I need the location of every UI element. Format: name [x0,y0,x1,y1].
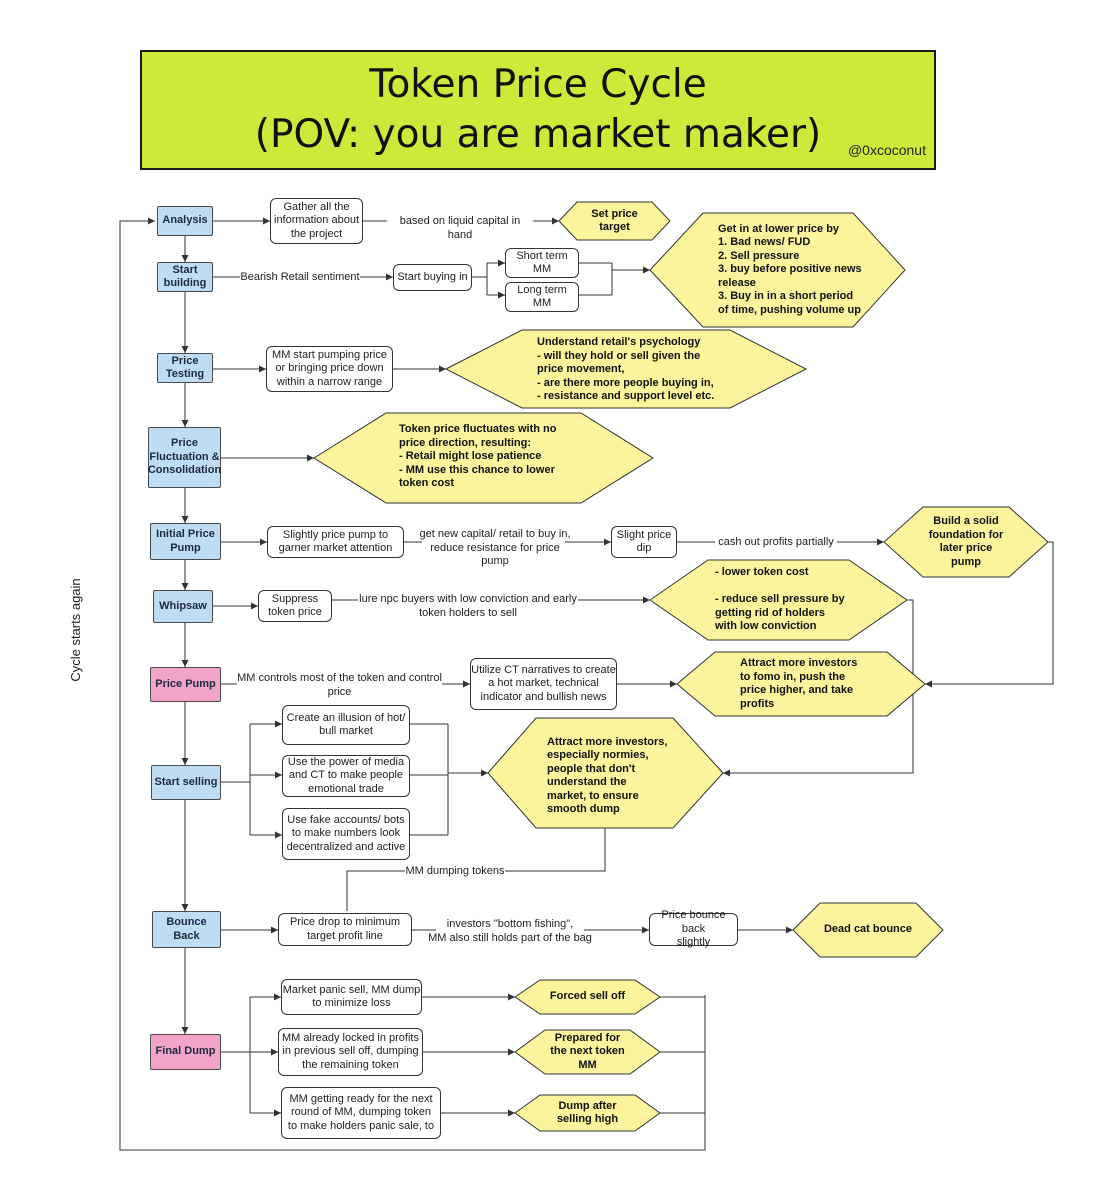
cycle-label: Cycle starts again [68,578,83,682]
stage-bounce-back: Bounce Back [152,911,221,948]
hex-text-set-price-target: Set price target [591,207,638,234]
box-getting-ready: MM getting ready for the next round of M… [281,1087,441,1139]
title-line-1: Token Price Cycle [369,62,707,107]
author-handle: @0xcoconut [847,142,926,158]
title-line-2: (POV: you are market maker) [254,112,822,157]
hex-fluctuates [313,412,654,504]
label-liquid-capital: based on liquid capital in hand [399,215,521,241]
label-lure: lure npc buyers with low conviction and … [359,593,577,619]
label-new-capital: get new capital/ retail to buy in, reduc… [419,528,571,567]
hex-text-attract-normies: Attract more investors, especially normi… [547,735,668,816]
stage-price-pump: Price Pump [150,667,221,702]
box-price-drop: Price drop to minimum target profit line [278,913,412,946]
hex-text-retail-psychology: Understand retail's psychology - will th… [537,336,715,403]
hex-attract-normies [487,717,724,829]
hex-dead-cat [792,902,944,958]
box-gather-info: Gather all the information about the pro… [270,198,363,244]
stage-final-dump: Final Dump [150,1034,221,1070]
hex-text-dump-after: Dump after selling high [556,1099,619,1126]
hex-attract-fomo [676,651,926,717]
hex-dump-after [514,1094,661,1132]
hex-text-prepared-next: Prepared for the next token MM [550,1031,625,1071]
label-bottom-fishing: investors "bottom fishing", MM also stil… [428,918,592,944]
box-slight-dip: Slight price dip [611,526,677,558]
label-mm-dumping: MM dumping tokens [405,865,505,877]
hex-lower-cost [649,559,908,641]
label-cash-out: cash out profits partially [718,536,834,548]
box-start-buying: Start buying in [393,264,472,291]
hex-text-attract-fomo: Attract more investors to fomo in, push … [740,657,858,710]
hex-retail-psychology [444,329,808,409]
label-bearish: Bearish Retail sentiment [240,271,360,283]
box-panic-sell: Market panic sell, MM dump to minimize l… [281,979,422,1015]
box-utilize-ct: Utilize CT narratives to create a hot ma… [470,658,617,710]
stage-analysis: Analysis [157,206,213,236]
box-price-bounce: Price bounce back slightly [649,909,738,948]
stage-fluctuation: Price Fluctuation & Consolidation [148,427,221,488]
hex-text-forced-sell: Forced sell off [549,990,626,1003]
stage-price-testing: Price Testing [157,353,213,383]
hex-forced-sell [514,979,661,1015]
box-slightly-pump: Slightly price pump to garner market att… [267,526,404,558]
title-banner: Token Price Cycle (POV: you are market m… [140,50,936,170]
box-suppress: Suppress token price [258,590,332,622]
hex-solid-foundation [883,506,1049,578]
box-fake-accounts: Use fake accounts/ bots to make numbers … [282,808,410,860]
box-long-term-mm: Long term MM [505,282,579,312]
hex-set-price-target [558,201,671,241]
stage-start-building: Start building [157,262,213,292]
label-mm-controls: MM controls most of the token and contro… [237,672,442,698]
box-media: Use the power of media and CT to make pe… [282,755,410,797]
hex-prepared-next [514,1029,661,1075]
hex-text-dead-cat: Dead cat bounce [823,923,913,936]
stage-initial-pump: Initial Price Pump [150,523,221,560]
box-locked-profits: MM already locked in profits in previous… [278,1028,423,1076]
hex-text-fluctuates: Token price fluctuates with no price dir… [399,423,557,490]
hex-text-get-in-lower: Get in at lower price by 1. Bad news/ FU… [718,222,862,316]
stage-whipsaw: Whipsaw [153,590,213,623]
stage-start-selling: Start selling [151,765,221,800]
hex-get-in-lower [649,212,906,328]
box-illusion: Create an illusion of hot/ bull market [282,705,410,745]
box-short-term-mm: Short term MM [505,248,579,278]
box-mm-start-pumping: MM start pumping price or bringing price… [266,346,393,392]
hex-text-lower-cost: - lower token cost - reduce sell pressur… [715,566,845,633]
hex-text-solid-foundation: Build a solid foundation for later price… [928,515,1004,568]
